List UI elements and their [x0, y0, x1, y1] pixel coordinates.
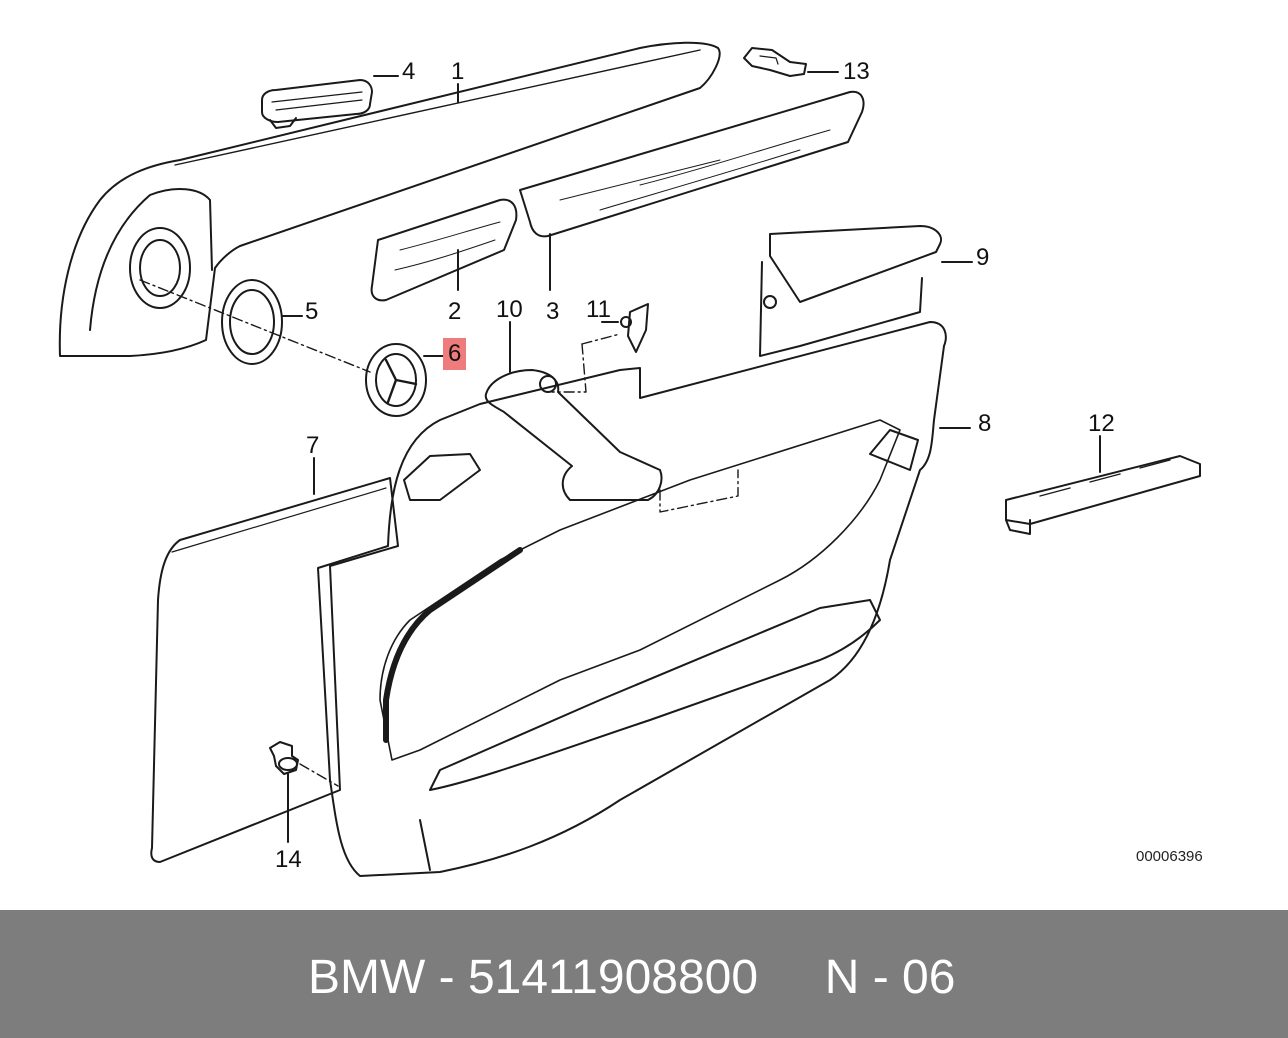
callout-8: 8: [978, 410, 992, 437]
callout-10: 10: [496, 296, 523, 323]
footer-part-number: BMW - 51411908800 N - 06: [308, 951, 956, 1004]
parts-diagram: 4 1 13 9 2 3 10 11 5 6 7 8 12 14 0000639…: [58, 41, 1203, 877]
part-7-backing: [150, 477, 399, 863]
callout-14: 14: [275, 846, 302, 873]
part-8-door-panel: [317, 321, 947, 877]
drawing-number: 00006396: [1136, 848, 1203, 865]
part-1-upper-trim: [58, 41, 721, 357]
callout-9: 9: [976, 244, 990, 271]
part-14-push-clip: [269, 741, 299, 775]
callout-3: 3: [546, 298, 560, 325]
part-4-handle: [261, 79, 373, 129]
door-panel-drawing: [58, 41, 1201, 877]
callout-12: 12: [1088, 410, 1115, 437]
part-2-wood-piece: [370, 198, 518, 302]
callout-6-highlighted: 6: [443, 338, 467, 370]
alignment-lines: [139, 279, 739, 787]
part-12-switch: [1005, 455, 1201, 535]
callout-11: 11: [586, 296, 611, 323]
part-5-ring: [221, 279, 283, 365]
part-11-clip: [620, 303, 649, 353]
leader-lines: [281, 71, 1101, 843]
callout-4: 4: [402, 58, 416, 85]
footer-bar: [0, 910, 1288, 1038]
callout-5: 5: [305, 298, 319, 325]
part-3-wood-strip: [519, 90, 865, 238]
callout-2: 2: [448, 298, 462, 325]
part-6-grille: [365, 343, 427, 417]
callout-7: 7: [306, 432, 320, 459]
callout-13: 13: [843, 58, 870, 85]
part-10-pull-handle: [403, 369, 663, 501]
callout-1: 1: [451, 58, 465, 85]
part-13-clip: [743, 47, 807, 77]
part-9-armrest: [759, 225, 942, 357]
